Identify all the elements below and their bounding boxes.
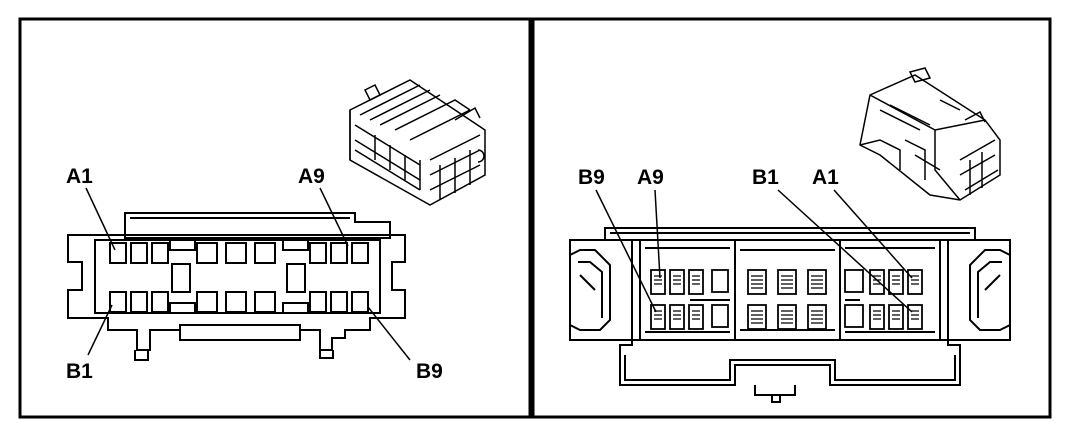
label-a9: A9 bbox=[298, 165, 325, 188]
left-connector-isometric-view bbox=[349, 79, 486, 206]
right-lock-tabs bbox=[711, 269, 864, 328]
left-connector-face bbox=[67, 212, 406, 361]
right-cavity-row-b bbox=[650, 304, 923, 330]
leader-b1-right bbox=[777, 189, 913, 313]
leader-a1 bbox=[85, 187, 116, 251]
label-a9-right: A9 bbox=[637, 166, 664, 189]
leader-a1-right bbox=[833, 189, 913, 279]
leader-b1 bbox=[87, 304, 113, 356]
left-cavity-row-b bbox=[109, 291, 369, 313]
left-panel-frame bbox=[18, 17, 532, 419]
leader-b9-right bbox=[595, 189, 657, 313]
right-leader-lines bbox=[595, 189, 913, 313]
leader-b9 bbox=[367, 306, 411, 361]
right-panel-frame bbox=[531, 17, 1052, 419]
label-b9-right: B9 bbox=[578, 166, 605, 189]
right-cavity-row-b-terminals bbox=[654, 310, 919, 324]
right-panel: B9 A9 B1 A1 bbox=[569, 67, 1011, 403]
right-connector-isometric-view bbox=[859, 67, 1001, 201]
label-b1-right: B1 bbox=[752, 166, 779, 189]
right-cavity-row-a-terminals bbox=[654, 275, 919, 289]
left-panel: A1 A9 B1 B9 bbox=[66, 79, 486, 383]
leader-a9 bbox=[319, 187, 349, 247]
left-leader-lines bbox=[85, 187, 411, 361]
label-a1: A1 bbox=[66, 165, 93, 188]
right-connector-face bbox=[569, 227, 1011, 403]
left-cavity-row-a bbox=[109, 242, 369, 264]
label-b1: B1 bbox=[66, 360, 93, 383]
label-b9: B9 bbox=[416, 360, 443, 383]
label-a1-right: A1 bbox=[812, 166, 839, 189]
leader-a9-right bbox=[654, 189, 661, 279]
right-cavity-row-a bbox=[650, 269, 923, 295]
